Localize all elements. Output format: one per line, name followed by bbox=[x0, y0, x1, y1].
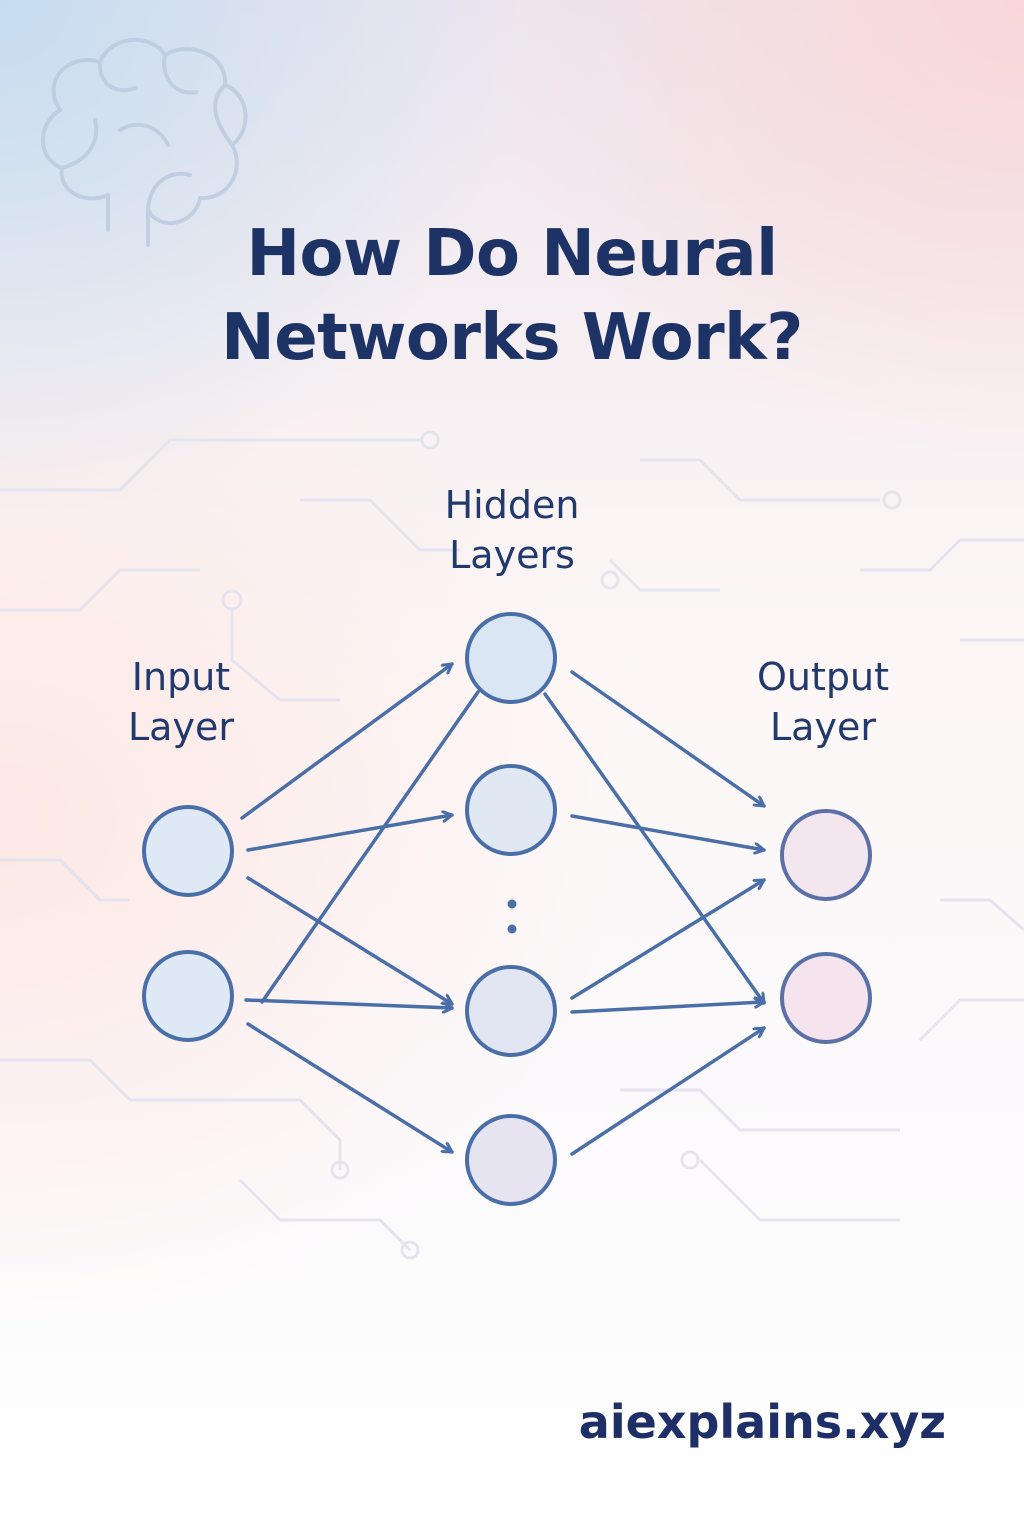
hidden-node-3 bbox=[465, 965, 557, 1057]
edge-hidden3-output1 bbox=[570, 878, 766, 1000]
output-label-line-1: Output bbox=[757, 655, 889, 699]
title-line-1: How Do Neural bbox=[246, 217, 778, 291]
output-node-2 bbox=[780, 952, 872, 1044]
hidden-node-2 bbox=[465, 764, 557, 856]
hidden-node-1 bbox=[465, 612, 557, 704]
output-label-line-2: Layer bbox=[770, 705, 876, 749]
page-title: How Do Neural Networks Work? bbox=[0, 212, 1024, 380]
output-node-1 bbox=[780, 809, 872, 901]
edge-input2-hidden1 bbox=[260, 690, 480, 1004]
edge-input1-hidden2 bbox=[246, 815, 454, 852]
input-label-line-1: Input bbox=[131, 655, 231, 699]
edge-hidden2-output1 bbox=[570, 814, 766, 850]
edge-input2-hidden4 bbox=[246, 1022, 454, 1154]
input-node-1 bbox=[142, 805, 234, 897]
edge-hidden3-output2 bbox=[570, 1002, 766, 1014]
hidden-ellipsis bbox=[507, 899, 517, 934]
input-label-line-2: Layer bbox=[128, 705, 234, 749]
site-url: aiexplains.xyz bbox=[578, 1395, 946, 1449]
edge-hidden1-output1 bbox=[570, 670, 766, 808]
edge-input2-hidden3 bbox=[244, 998, 454, 1008]
edge-input1-hidden1 bbox=[240, 662, 454, 820]
brain-icon bbox=[41, 38, 248, 247]
output-layer-label: Output Layer bbox=[728, 652, 918, 752]
circuit-traces bbox=[0, 430, 1024, 1260]
hidden-label-line-2: Layers bbox=[449, 533, 575, 577]
input-layer-label: Input Layer bbox=[96, 652, 266, 752]
hidden-label-line-1: Hidden bbox=[444, 483, 580, 527]
hidden-node-4 bbox=[465, 1114, 557, 1206]
hidden-layers-label: Hidden Layers bbox=[392, 480, 632, 580]
title-line-2: Networks Work? bbox=[221, 301, 803, 375]
edge-input1-hidden3 bbox=[246, 876, 454, 1006]
input-node-2 bbox=[142, 950, 234, 1042]
edge-hidden1-output2 bbox=[543, 692, 766, 1005]
edge-hidden4-output2 bbox=[570, 1026, 766, 1156]
